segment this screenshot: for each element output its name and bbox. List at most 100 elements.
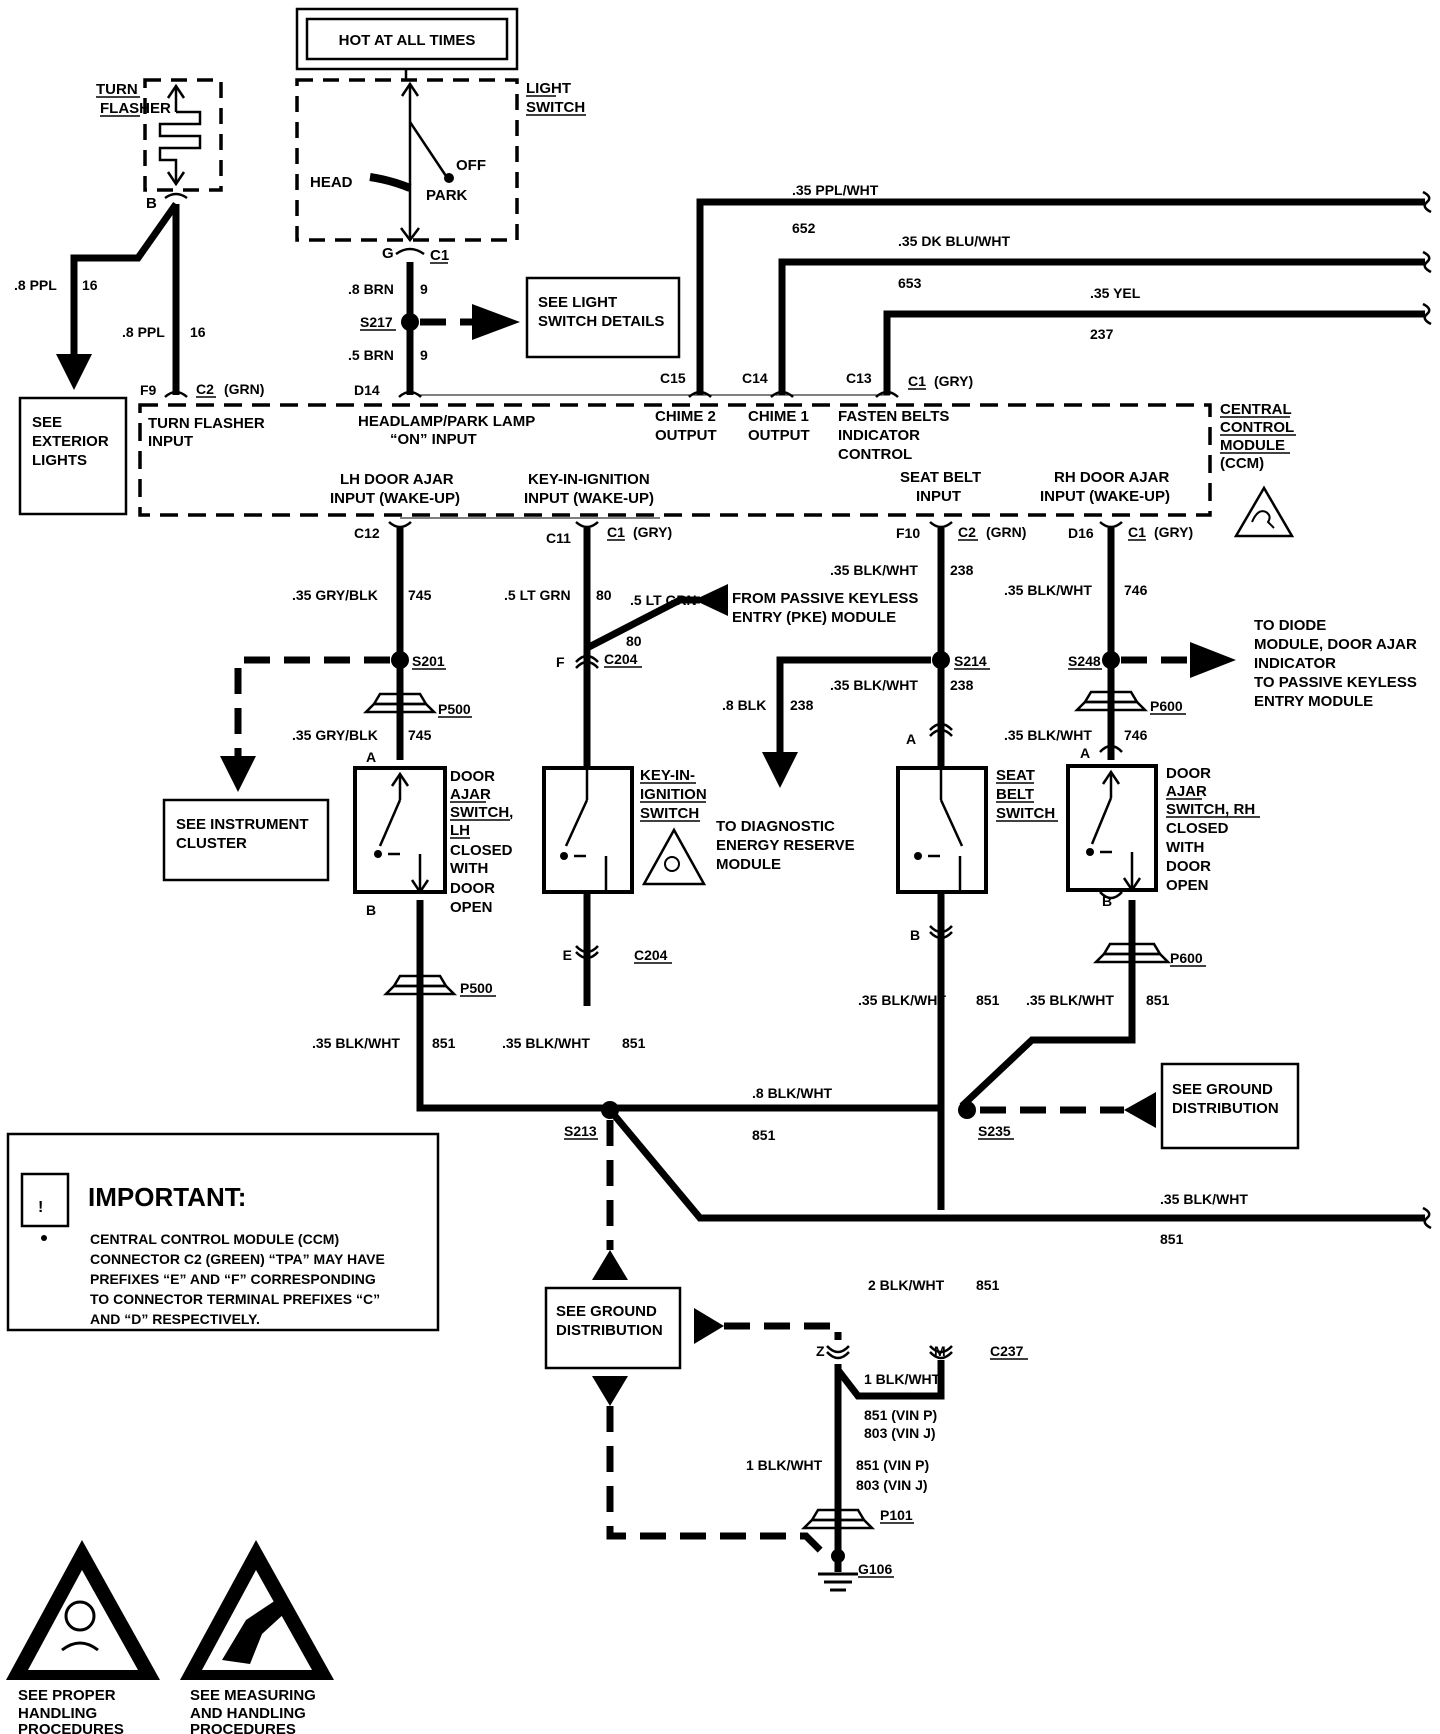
diag-energy-line-1: TO DIAGNOSTIC [716, 818, 835, 835]
turn-flasher-label-2: FLASHER [100, 100, 171, 117]
diode-line-2: MODULE, DOOR AJAR [1254, 636, 1417, 653]
connector-p500-label: P500 [438, 701, 471, 717]
wire-ppl-wht-circuit: 652 [792, 220, 816, 236]
seat-belt-3: SWITCH [996, 805, 1055, 822]
wire-lt-grn2-circuit: 80 [626, 633, 642, 649]
hot-at-all-times-box: HOT AT ALL TIMES [295, 7, 519, 71]
door-ajar-switch-lh: DOOR AJAR SWITCH, LH CLOSED WITH DOOR OP… [353, 749, 513, 918]
light-switch-details-line-2: SWITCH DETAILS [538, 313, 664, 330]
connector-c204-bottom: C204 [634, 947, 668, 963]
rh-pin-a: A [1080, 745, 1090, 761]
wire-851-lh-gauge: .35 BLK/WHT [312, 1035, 400, 1051]
wire-851-key-circuit: 851 [622, 1035, 646, 1051]
door-lh-8: OPEN [450, 899, 493, 916]
key-in-2: IGNITION [640, 786, 707, 803]
ccm-fasten-1: FASTEN BELTS [838, 408, 949, 425]
wire-blk-wht-238-circuit: 238 [950, 562, 974, 578]
pin-g: G [382, 245, 394, 262]
seat-pin-b: B [910, 927, 920, 943]
turn-flasher-label-1: TURN [96, 81, 138, 98]
connector-c1-ccm-top: C1 [908, 373, 926, 389]
footer-right-3: PROCEDURES [190, 1721, 296, 1734]
wire-gry-blk-gauge: .35 GRY/BLK [292, 587, 378, 603]
door-lh-4: LH [450, 822, 470, 839]
splice-s213-label: S213 [564, 1123, 597, 1139]
wire-yel-gauge: .35 YEL [1090, 285, 1141, 301]
splice-s214-label: S214 [954, 653, 987, 669]
splice-s235 [958, 1101, 976, 1119]
door-rh-4: CLOSED [1166, 820, 1229, 837]
ground-left-line-1: SEE GROUND [556, 1303, 657, 1320]
ccm-lh-door-2: INPUT (WAKE-UP) [330, 490, 460, 507]
wire-lt-grn-circuit: 80 [596, 587, 612, 603]
connector-c204-top: C204 [604, 651, 638, 667]
wire-gry-blk2-circuit: 745 [408, 727, 432, 743]
splice-s201 [391, 651, 409, 669]
exterior-lights-line-3: LIGHTS [32, 452, 87, 469]
ccm-headlamp-2: “ON” INPUT [390, 431, 477, 448]
seat-pin-a: A [906, 731, 916, 747]
wire-blk-238-gauge: .8 BLK [722, 697, 766, 713]
turn-flasher-pin-b: B [146, 195, 157, 212]
door-lh-1: DOOR [450, 768, 495, 785]
seat-belt-1: SEAT [996, 767, 1035, 784]
proper-handling-warning[interactable]: SEE PROPER HANDLING PROCEDURES [6, 1540, 160, 1734]
out-circuit: 851 [1160, 1231, 1184, 1247]
ccm-name-4: (CCM) [1220, 455, 1264, 472]
measuring-handling-warning[interactable]: SEE MEASURING AND HANDLING PROCEDURES [180, 1540, 334, 1734]
door-ajar-switch-rh: DOOR AJAR SWITCH, RH CLOSED WITH DOOR OP… [1066, 745, 1260, 909]
turn-flasher: TURN FLASHER B [96, 78, 223, 212]
wire-652 [696, 198, 1425, 395]
see-instrument-cluster-box[interactable]: SEE INSTRUMENT CLUSTER [162, 798, 330, 882]
see-ground-distribution-left[interactable]: SEE GROUND DISTRIBUTION [544, 1286, 682, 1370]
ground-left-line-2: DISTRIBUTION [556, 1322, 663, 1339]
important-note: ! IMPORTANT: CENTRAL CONTROL MODULE (CCM… [6, 1132, 440, 1332]
diode-line-5: ENTRY MODULE [1254, 693, 1373, 710]
see-ground-distribution-right[interactable]: SEE GROUND DISTRIBUTION [1160, 1062, 1300, 1150]
door-rh-7: OPEN [1166, 877, 1209, 894]
ccm-key-in-2: INPUT (WAKE-UP) [524, 490, 654, 507]
w2-circuit: 851 [976, 1277, 1000, 1293]
wire-blk-wht-238-gauge: .35 BLK/WHT [830, 562, 918, 578]
pin-c13: C13 [846, 370, 872, 386]
connector-c2-bottom: C2 [958, 524, 976, 540]
out-gauge: .35 BLK/WHT [1160, 1191, 1248, 1207]
connector-p600b-label: P600 [1170, 950, 1203, 966]
bus-circuit: 851 [752, 1127, 776, 1143]
wire-lt-grn2-gauge: .5 LT GRN [630, 592, 697, 608]
wire-851-seat-gauge: .35 BLK/WHT [858, 992, 946, 1008]
wire-dk-blu-circuit: 653 [898, 275, 922, 291]
pin-d14: D14 [354, 382, 380, 398]
wire-brn-upper-circuit: 9 [420, 281, 428, 297]
light-switch-details-line-1: SEE LIGHT [538, 294, 617, 311]
pin-c12: C12 [354, 525, 380, 541]
ground-right-line-1: SEE GROUND [1172, 1081, 1273, 1098]
see-light-switch-details-box[interactable]: SEE LIGHT SWITCH DETAILS [525, 276, 681, 359]
connector-gry-b: (GRY) [1154, 524, 1193, 540]
wire-blk-wht-746b-gauge: .35 BLK/WHT [1004, 727, 1092, 743]
footer-left-3: PROCEDURES [18, 1721, 124, 1734]
splice-s248 [1102, 651, 1120, 669]
seat-belt-2: BELT [996, 786, 1034, 803]
ccm-turn-flasher-2: INPUT [148, 433, 193, 450]
splice-s201-label: S201 [412, 653, 445, 669]
light-switch-label-1: LIGHT [526, 80, 571, 97]
exterior-lights-arrow [56, 354, 92, 390]
diode-line-3: INDICATOR [1254, 655, 1336, 672]
seat-belt-switch: SEAT BELT SWITCH A B [896, 731, 1058, 943]
wire-blk-wht-746b-circuit: 746 [1124, 727, 1148, 743]
w2-gauge: 2 BLK/WHT [868, 1277, 945, 1293]
see-exterior-lights-box[interactable]: SEE EXTERIOR LIGHTS [18, 396, 128, 516]
connector-gry-a: (GRY) [633, 524, 672, 540]
ccm-chime1-2: OUTPUT [748, 427, 810, 444]
ccm-fasten-3: CONTROL [838, 446, 912, 463]
diode-line-4: TO PASSIVE KEYLESS [1254, 674, 1417, 691]
wire-237 [883, 310, 1425, 395]
connector-c1-bottom-a: C1 [607, 524, 625, 540]
wire-blk-wht-238b-gauge: .35 BLK/WHT [830, 677, 918, 693]
light-switch-label-2: SWITCH [526, 99, 585, 116]
c204-pin-f: F [556, 654, 565, 670]
splice-s214 [932, 651, 950, 669]
ccm-chime2-2: OUTPUT [655, 427, 717, 444]
ground-g106-icon [818, 1572, 858, 1592]
